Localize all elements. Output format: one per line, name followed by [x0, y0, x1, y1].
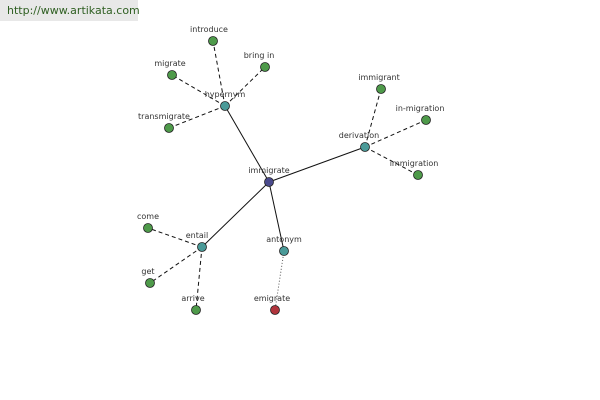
word-node-migrate[interactable] — [167, 70, 177, 80]
relation-node-hypernym[interactable] — [220, 101, 230, 111]
word-node-get[interactable] — [145, 278, 155, 288]
center-node-immigrate[interactable] — [264, 177, 274, 187]
url-bar[interactable]: http://www.artikata.com — [0, 0, 140, 21]
edge-derivation-immigration — [364, 146, 419, 176]
word-label-migrate[interactable]: migrate — [154, 59, 185, 68]
word-node-immigrant[interactable] — [376, 84, 386, 94]
word-label-emigrate[interactable]: emigrate — [254, 294, 290, 303]
word-node-arrive[interactable] — [191, 305, 201, 315]
word-label-arrive[interactable]: arrive — [181, 294, 204, 303]
word-label-introduce[interactable]: introduce — [190, 25, 228, 34]
edge-derivation-immigrant — [364, 88, 382, 148]
word-label-come[interactable]: come — [137, 212, 159, 221]
word-node-introduce[interactable] — [208, 36, 218, 46]
edge-entail-come — [147, 227, 203, 248]
word-node-come[interactable] — [143, 223, 153, 233]
relation-label-antonym[interactable]: antonym — [266, 235, 302, 244]
edge-entail-get — [149, 246, 203, 284]
word-label-get[interactable]: get — [141, 267, 154, 276]
url-text[interactable]: http://www.artikata.com — [7, 4, 140, 17]
relation-label-entail[interactable]: entail — [186, 231, 208, 240]
word-node-in-migration[interactable] — [421, 115, 431, 125]
word-node-emigrate[interactable] — [270, 305, 280, 315]
word-label-immigrant[interactable]: immigrant — [358, 73, 400, 82]
edge-entail-arrive — [195, 246, 203, 311]
relation-node-antonym[interactable] — [279, 246, 289, 256]
word-label-bring-in[interactable]: bring in — [244, 51, 275, 60]
edge-immigrate-entail — [201, 181, 270, 248]
relation-node-entail[interactable] — [197, 242, 207, 252]
edge-immigrate-antonym — [268, 181, 285, 252]
center-label-immigrate[interactable]: immigrate — [248, 166, 289, 175]
word-label-transmigrate[interactable]: transmigrate — [138, 112, 190, 121]
relation-label-derivation[interactable]: derivation — [339, 131, 379, 140]
word-label-in-migration[interactable]: in-migration — [396, 104, 445, 113]
word-node-transmigrate[interactable] — [164, 123, 174, 133]
edge-antonym-emigrate — [274, 250, 285, 311]
edge-hypernym-migrate — [171, 74, 226, 107]
edge-immigrate-derivation — [268, 146, 366, 183]
edge-hypernym-transmigrate — [168, 105, 226, 129]
relation-label-hypernym[interactable]: hypernym — [205, 90, 246, 99]
word-node-immigration[interactable] — [413, 170, 423, 180]
graph-nodes — [143, 36, 431, 315]
edge-immigrate-hypernym — [224, 105, 270, 183]
word-label-immigration[interactable]: immigration — [390, 159, 439, 168]
graph-edges — [147, 40, 427, 311]
word-node-bring-in[interactable] — [260, 62, 270, 72]
graph-labels: immigrate hypernym introduce bring in migrat… — [137, 25, 444, 303]
edge-hypernym-bring-in — [224, 66, 266, 107]
relation-node-derivation[interactable] — [360, 142, 370, 152]
